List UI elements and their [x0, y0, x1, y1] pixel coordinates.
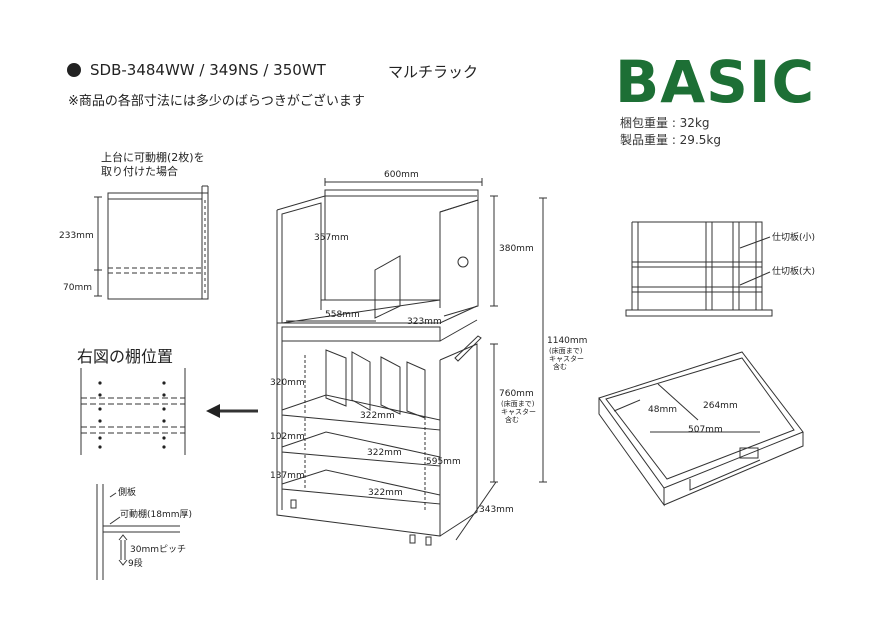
dim-depth-1: 322mm	[360, 411, 395, 421]
shelf-position-title: 右図の棚位置	[77, 347, 174, 366]
divider-large-label: 仕切板(大)	[772, 265, 815, 277]
steps-label: 9段	[128, 557, 143, 569]
dim-total-note2: キャスター	[549, 354, 584, 363]
dim-lower-note3: 含む	[505, 415, 519, 424]
dim-inner-width: 558mm	[325, 310, 360, 320]
dim-drawer-width: 507mm	[688, 425, 723, 435]
dim-shelf2: 102mm	[270, 432, 305, 442]
dim-lower-note2: キャスター	[501, 407, 536, 416]
inset-title-line2: 取り付けた場合	[101, 165, 178, 178]
side-panel-detail: 側板 可動棚(18mm厚) 30mmピッチ 9段	[96, 484, 192, 580]
dim-drawer-inner: 264mm	[703, 401, 738, 411]
dim-total-note1: (床面まで)	[549, 346, 583, 355]
movable-shelf-label: 可動棚(18mm厚)	[120, 508, 192, 520]
inset-dim-upper: 233mm	[59, 231, 94, 241]
dim-shelf3: 137mm	[270, 471, 305, 481]
divider-small-label: 仕切板(小)	[772, 231, 815, 243]
product-weight: 製品重量 : 29.5kg	[620, 133, 721, 147]
dim-divider-width: 323mm	[407, 317, 442, 327]
inset-dim-lower: 70mm	[63, 283, 92, 293]
model-number: SDB-3484WW / 349NS / 350WT	[90, 61, 326, 79]
dimension-note: ※商品の各部寸法には多少のばらつきがございます	[68, 94, 365, 109]
brand-logo: BASIC	[615, 48, 816, 116]
product-type: マルチラック	[388, 63, 479, 81]
side-panel-label: 側板	[118, 486, 136, 498]
dim-upper: 380mm	[499, 244, 534, 254]
rack-drawing: 600mm 357mm 558mm 323mm	[270, 170, 587, 546]
dim-width-top: 600mm	[384, 170, 419, 180]
dim-depth-3: 322mm	[368, 488, 403, 498]
dim-depth: 343mm	[479, 505, 514, 515]
dim-inner-top: 357mm	[314, 233, 349, 243]
dim-lower-note1: (床面まで)	[501, 399, 535, 408]
divider-plan: 仕切板(小) 仕切板(大)	[625, 221, 815, 317]
arrow-left-icon	[206, 404, 258, 418]
package-weight: 梱包重量 : 32kg	[620, 116, 710, 130]
dim-lower: 760mm	[499, 389, 534, 399]
inset-title-line1: 上台に可動棚(2枚)を	[101, 151, 205, 164]
dim-shelf1: 320mm	[270, 378, 305, 388]
pitch-label: 30mmピッチ	[130, 544, 186, 555]
inset-drawing: 233mm 70mm	[59, 185, 209, 300]
dim-total: 1140mm	[547, 336, 587, 346]
shelf-position-diagram	[80, 368, 186, 455]
dim-inner-lower: 595mm	[426, 457, 461, 467]
dim-drawer-depth: 48mm	[648, 405, 677, 415]
dim-depth-2: 322mm	[367, 448, 402, 458]
bullet-icon	[67, 63, 81, 77]
dim-total-note3: 含む	[553, 362, 567, 371]
drawer-drawing: 48mm 264mm 507mm	[598, 351, 804, 507]
hook-icon	[457, 256, 469, 268]
